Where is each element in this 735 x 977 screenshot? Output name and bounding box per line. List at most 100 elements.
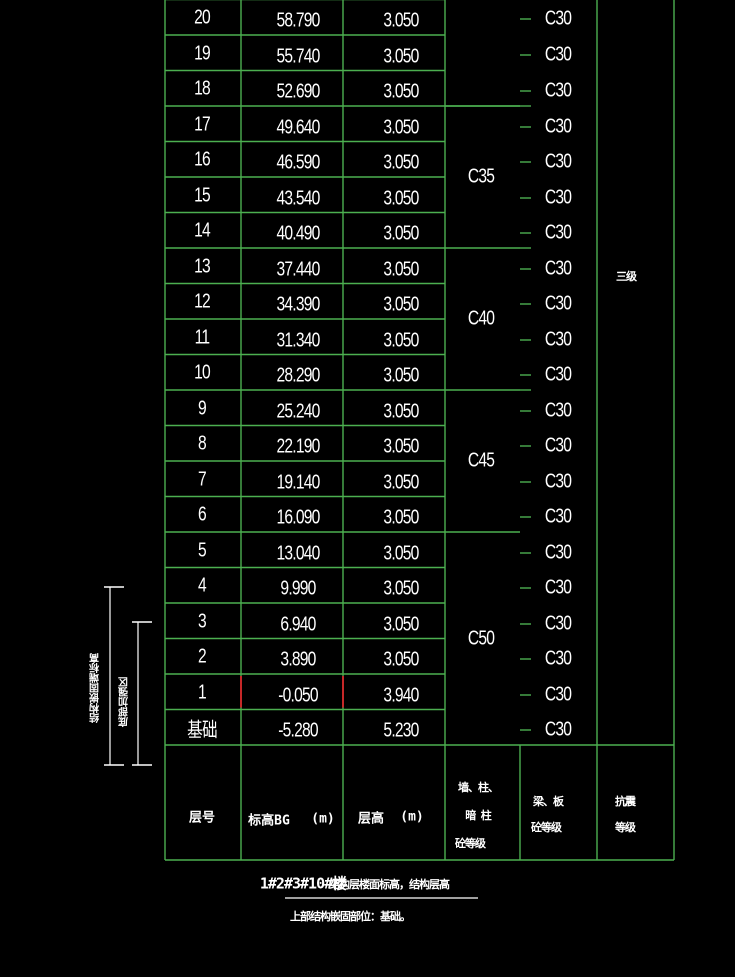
- floor-label: 15: [194, 184, 211, 207]
- header-col-grade-line1: 墙、柱、: [458, 781, 499, 794]
- floor-label: 8: [198, 432, 207, 455]
- header-beam-grade-line1: 梁、板: [533, 795, 564, 808]
- height-label: 3.050: [383, 506, 419, 529]
- elevation-label: 6.940: [280, 613, 316, 636]
- floor-label: 9: [198, 397, 207, 420]
- height-label: 3.050: [383, 116, 419, 139]
- elevation-label: 19.140: [276, 471, 320, 494]
- beam-grade-label: C30: [544, 505, 572, 528]
- header-seismic-line1: 抗震: [615, 795, 636, 808]
- beam-grade-label: C30: [544, 683, 572, 706]
- height-label: 3.050: [383, 9, 419, 32]
- floor-label: 16: [194, 148, 211, 171]
- beam-grade-label: C30: [544, 541, 572, 564]
- height-label: 3.050: [383, 400, 419, 423]
- elevation-label: 22.190: [276, 435, 320, 458]
- beam-grade-label: C30: [544, 718, 572, 741]
- height-label: 3.050: [383, 45, 419, 68]
- beam-grade-label: C30: [544, 257, 572, 280]
- floor-label: 1: [198, 681, 207, 704]
- floor-label: 基础: [187, 719, 217, 742]
- height-label: 3.050: [383, 151, 419, 174]
- floor-label: 6: [198, 503, 207, 526]
- beam-grade-label: C30: [544, 115, 572, 138]
- elevation-label: 9.990: [280, 577, 316, 600]
- beam-grade-label: C30: [544, 221, 572, 244]
- elevation-label: 49.640: [276, 116, 320, 139]
- elevation-label: 58.790: [276, 9, 320, 32]
- floor-label: 17: [194, 113, 211, 136]
- floor-label: 18: [194, 77, 211, 100]
- beam-grade-label: C30: [544, 470, 572, 493]
- floor-label: 11: [194, 326, 210, 349]
- elevation-label: 43.540: [276, 187, 320, 210]
- floor-label: 14: [194, 219, 211, 242]
- elevation-label: 40.490: [276, 222, 320, 245]
- beam-grade-label: C30: [544, 328, 572, 351]
- floor-label: 20: [194, 6, 211, 29]
- floor-label: 4: [198, 574, 207, 597]
- header-elevation-unit: (m): [311, 811, 335, 827]
- title-suffix: 结构层楼面标高，结构层高: [329, 878, 450, 891]
- header-elevation: 标高BG: [248, 813, 290, 829]
- floor-label: 7: [198, 468, 207, 491]
- header-height-unit: (m): [400, 809, 424, 825]
- elevation-label: 13.040: [276, 542, 320, 565]
- beam-grade-label: C30: [544, 647, 572, 670]
- floor-label: 13: [194, 255, 211, 278]
- floor-label: 19: [194, 42, 211, 65]
- height-label: 3.050: [383, 293, 419, 316]
- seismic-grade-value: 三级: [616, 270, 637, 283]
- beam-grade-label: C30: [544, 150, 572, 173]
- beam-grade-label: C30: [544, 79, 572, 102]
- elevation-label: -0.050: [278, 684, 318, 707]
- header-height: 层高: [357, 811, 385, 827]
- floor-label: 3: [198, 610, 207, 633]
- elevation-label: 34.390: [276, 293, 320, 316]
- elevation-label: 16.090: [276, 506, 320, 529]
- dimension-label-outer: 结构嵌固端标高: [90, 653, 102, 723]
- height-label: 3.050: [383, 222, 419, 245]
- beam-grade-label: C30: [544, 292, 572, 315]
- header-seismic-line2: 等级: [615, 821, 636, 834]
- dimension-label-inner: 底部加强区: [119, 677, 131, 727]
- elevation-label: 52.690: [276, 80, 320, 103]
- elevation-label: -5.280: [278, 719, 318, 742]
- elevation-label: 37.440: [276, 258, 320, 281]
- height-label: 5.230: [383, 719, 419, 742]
- header-col-grade-line3: 砼等级: [455, 837, 486, 850]
- beam-grade-label: C30: [544, 434, 572, 457]
- height-label: 3.050: [383, 542, 419, 565]
- height-label: 3.940: [383, 684, 419, 707]
- height-label: 3.050: [383, 187, 419, 210]
- title-prefix: 1#2#3#10#楼: [259, 874, 347, 893]
- beam-grade-label: C30: [544, 363, 572, 386]
- floor-label: 12: [194, 290, 211, 313]
- height-label: 3.050: [383, 364, 419, 387]
- beam-grade-label: C30: [544, 576, 572, 599]
- floor-label: 10: [194, 361, 211, 384]
- beam-grade-label: C30: [544, 43, 572, 66]
- height-label: 3.050: [383, 648, 419, 671]
- header-floor: 层号: [188, 810, 216, 826]
- elevation-label: 25.240: [276, 400, 320, 423]
- header-col-grade-line2: 暗 柱: [465, 809, 492, 822]
- title-subtitle: 上部结构嵌固部位：基础。: [290, 910, 411, 923]
- height-label: 3.050: [383, 258, 419, 281]
- height-label: 3.050: [383, 613, 419, 636]
- beam-grade-label: C30: [544, 7, 572, 30]
- floor-label: 5: [198, 539, 207, 562]
- elevation-label: 31.340: [276, 329, 320, 352]
- column-grade-label: C40: [467, 307, 495, 330]
- floor-label: 2: [198, 645, 207, 668]
- column-grade-label: C45: [467, 449, 495, 472]
- height-label: 3.050: [383, 329, 419, 352]
- beam-grade-label: C30: [544, 186, 572, 209]
- height-label: 3.050: [383, 80, 419, 103]
- height-label: 3.050: [383, 577, 419, 600]
- column-grade-label: C50: [467, 627, 495, 649]
- beam-grade-label: C30: [544, 612, 572, 635]
- elevation-label: 3.890: [280, 648, 316, 671]
